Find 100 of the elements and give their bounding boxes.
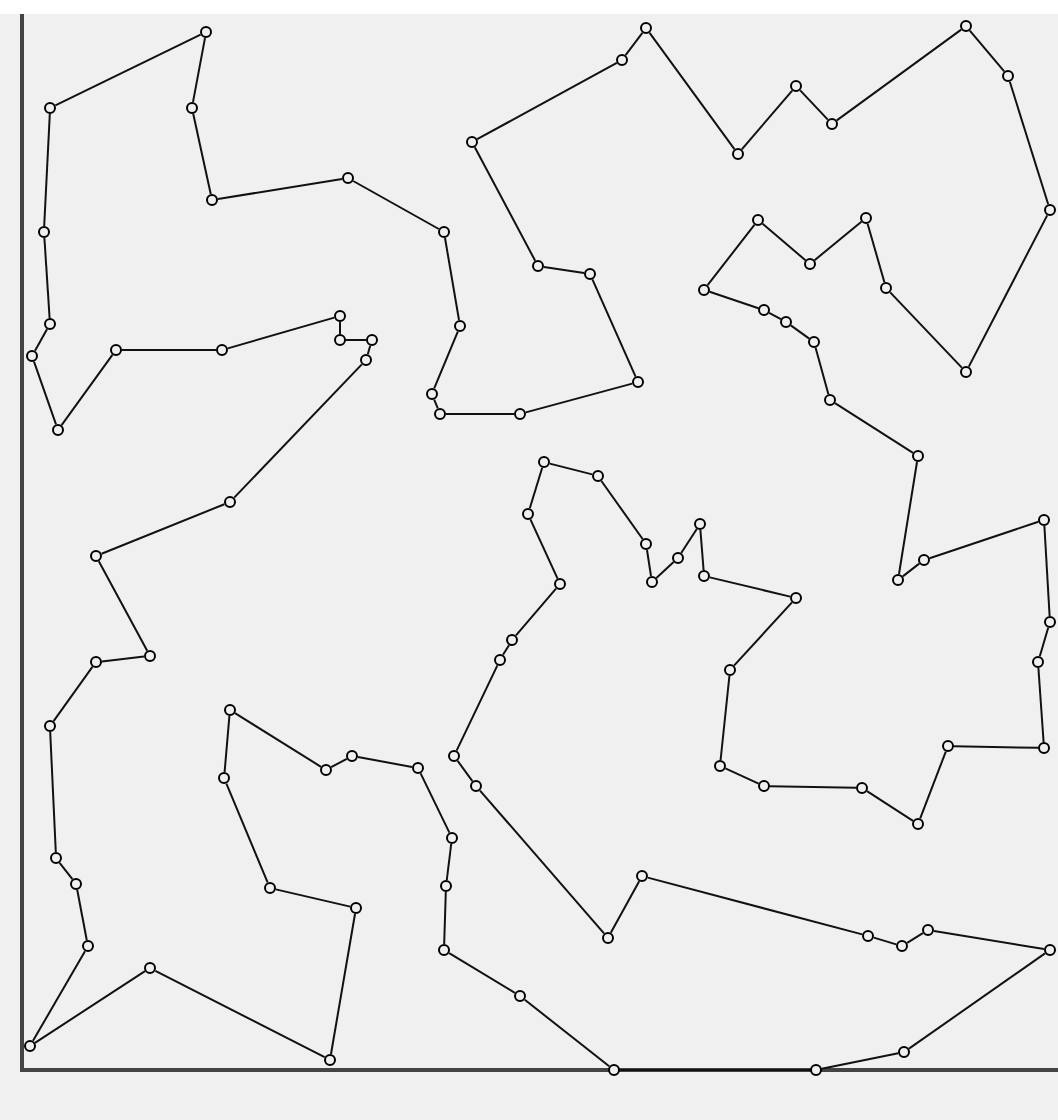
tour-line (43, 237, 51, 319)
point-circle (144, 650, 156, 662)
point-circle (470, 780, 482, 792)
point-circle (892, 574, 904, 586)
tour-line (906, 932, 924, 944)
point-circle (1032, 656, 1044, 668)
tour-line (76, 888, 88, 942)
tour-line (234, 712, 322, 768)
point-circle (632, 376, 644, 388)
point-circle (752, 214, 764, 226)
point-circle (366, 334, 378, 346)
point-circle (584, 268, 596, 280)
point-circle (616, 54, 628, 66)
point-circle (636, 870, 648, 882)
tour-line (100, 503, 226, 555)
tour-line (646, 876, 864, 936)
point-circle (90, 656, 102, 668)
tour-line (433, 398, 439, 410)
point-circle (804, 258, 816, 270)
point-circle (898, 1046, 910, 1058)
tour-line (706, 223, 756, 287)
tour-line (443, 891, 447, 945)
tour-line (898, 461, 918, 575)
tour-line (34, 970, 146, 1044)
tour-line (813, 220, 863, 262)
tour-line (217, 178, 343, 200)
tour-line (834, 402, 914, 454)
tour-line (872, 936, 898, 946)
tour-line (769, 785, 857, 789)
point-circle (912, 450, 924, 462)
point-circle (206, 194, 218, 206)
tour-line (648, 31, 736, 151)
tour-line (330, 913, 356, 1055)
tour-line (619, 1069, 811, 1071)
tour-line (1037, 667, 1045, 743)
tour-line (445, 843, 453, 881)
point-circle (780, 316, 792, 328)
point-circle (732, 148, 744, 160)
point-circle (522, 508, 534, 520)
tour-line (339, 321, 341, 335)
tour-line (609, 880, 641, 934)
point-circle (640, 538, 652, 550)
point-circle (186, 102, 198, 114)
point-circle (1044, 204, 1056, 216)
point-circle (346, 750, 358, 762)
tour-line (476, 61, 618, 141)
point-circle (50, 852, 62, 864)
point-circle (826, 118, 838, 130)
tour-line (919, 750, 947, 820)
tour-line (448, 952, 516, 994)
tour-line (444, 237, 460, 321)
tour-line (456, 759, 474, 783)
point-circle (224, 496, 236, 508)
tour-line (192, 37, 206, 103)
point-circle (602, 932, 614, 944)
tour-line (515, 587, 557, 637)
tour-line (433, 330, 459, 390)
tour-line (345, 339, 367, 341)
tour-line (814, 346, 830, 396)
point-circle (144, 962, 156, 974)
point-circle (494, 654, 506, 666)
tour-line (789, 324, 811, 340)
tour-line (43, 113, 51, 227)
point-circle (592, 470, 604, 482)
tour-line (908, 952, 1046, 1050)
point-circle (960, 20, 972, 32)
tour-line (274, 888, 352, 908)
point-circle (554, 578, 566, 590)
tour-line (223, 715, 231, 773)
tour-line (524, 382, 634, 414)
tour-line (455, 664, 499, 752)
tour-line (733, 601, 793, 667)
tour-line (768, 311, 782, 321)
point-circle (44, 720, 56, 732)
point-circle (714, 760, 726, 772)
point-circle (334, 334, 346, 346)
tour-line (97, 560, 149, 652)
point-circle (942, 740, 954, 752)
point-circle (538, 456, 550, 468)
tour-line (54, 33, 202, 107)
point-circle (1038, 742, 1050, 754)
point-circle (672, 552, 684, 564)
point-circle (110, 344, 122, 356)
tour-line (655, 561, 675, 579)
point-circle (862, 930, 874, 942)
point-circle (44, 318, 56, 330)
point-circle (640, 22, 652, 34)
tour-line (1043, 525, 1051, 617)
tour-line (591, 278, 637, 378)
point-circle (856, 782, 868, 794)
tour-line (901, 562, 921, 578)
point-circle (218, 772, 230, 784)
tour-line (101, 655, 145, 663)
point-circle (724, 664, 736, 676)
point-circle (438, 226, 450, 238)
tour-line (866, 790, 914, 822)
point-circle (438, 944, 450, 956)
point-circle (1038, 514, 1050, 526)
point-circle (608, 1064, 620, 1076)
tour-line (60, 353, 114, 427)
